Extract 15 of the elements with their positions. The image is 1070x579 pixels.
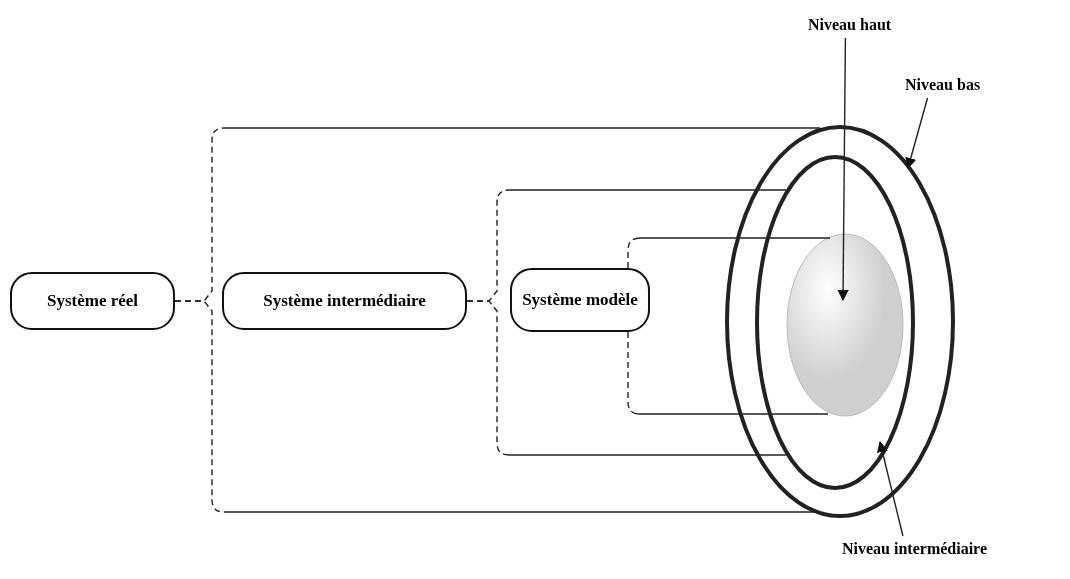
system-box: Système intermédiaire	[222, 272, 467, 330]
level-label: Niveau intermédiaire	[842, 540, 987, 558]
system-box: Système réel	[10, 272, 175, 330]
system-box: Système modèle	[510, 268, 650, 332]
bracket-line	[627, 331, 829, 415]
leader-arrow	[876, 440, 904, 537]
ring-ellipse	[725, 125, 955, 518]
ring-ellipse	[755, 155, 915, 490]
leader-arrow	[905, 97, 929, 170]
level-label: Niveau bas	[905, 76, 981, 94]
bracket-line	[466, 300, 787, 456]
level-label: Niveau haut	[808, 16, 892, 34]
leader-arrow	[837, 37, 849, 302]
bracket-line	[174, 300, 821, 513]
core-ellipse	[785, 232, 905, 418]
